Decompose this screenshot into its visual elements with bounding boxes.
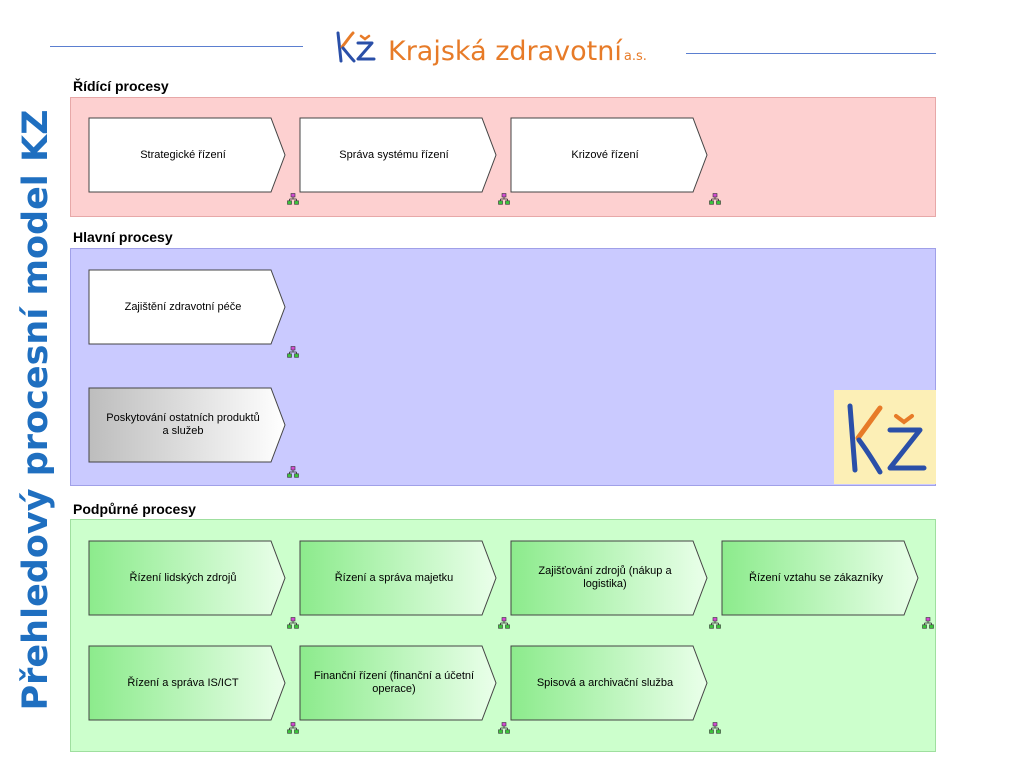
process-label: Řízení a správa IS/ICT — [127, 676, 239, 689]
section-title-hlavni: Hlavní procesy — [73, 229, 173, 245]
process-label: Řízení vztahu se zákazníky — [749, 571, 883, 584]
process-krizove-rizeni[interactable]: Krizové řízení — [510, 117, 708, 193]
subprocess-hierarchy-icon[interactable] — [287, 193, 299, 205]
subprocess-hierarchy-icon[interactable] — [287, 722, 299, 734]
subprocess-hierarchy-icon[interactable] — [498, 722, 510, 734]
side-title-text: Přehledový procesní model KZ — [16, 109, 56, 711]
process-poskytovani-ostatnich-produktu[interactable]: Poskytování ostatních produktů a služeb — [88, 387, 286, 463]
process-label: Krizové řízení — [571, 148, 639, 161]
process-label: Řízení lidských zdrojů — [129, 571, 237, 584]
section-title-podpurne: Podpůrné procesy — [73, 501, 196, 517]
process-strategicke-rizeni[interactable]: Strategické řízení — [88, 117, 286, 193]
process-zajistovani-zdroju[interactable]: Zajišťování zdrojů (nákup a logistika) — [510, 540, 708, 616]
process-label: Poskytování ostatních produktů a služeb — [106, 412, 260, 437]
company-suffix: a.s. — [623, 49, 647, 64]
process-zajisteni-zdravotni-pece[interactable]: Zajištění zdravotní péče — [88, 269, 286, 345]
process-label: Strategické řízení — [140, 148, 226, 161]
subprocess-hierarchy-icon[interactable] — [709, 193, 721, 205]
process-label: Zajištění zdravotní péče — [124, 300, 242, 313]
subprocess-hierarchy-icon[interactable] — [498, 617, 510, 629]
process-rizeni-a-sprava-is-ict[interactable]: Řízení a správa IS/ICT — [88, 645, 286, 721]
process-label: Finanční řízení (finanční a účetní opera… — [313, 670, 475, 695]
process-label: Zajišťování zdrojů (nákup a logistika) — [538, 565, 672, 590]
kz-logo-badge — [834, 390, 936, 484]
subprocess-hierarchy-icon[interactable] — [709, 617, 721, 629]
subprocess-hierarchy-icon[interactable] — [709, 722, 721, 734]
subprocess-hierarchy-icon[interactable] — [287, 466, 299, 478]
kz-logo-icon — [334, 30, 378, 69]
header-line-right — [686, 53, 936, 54]
process-rizeni-a-sprava-majetku[interactable]: Řízení a správa majetku — [299, 540, 497, 616]
process-sprava-systemu-rizeni[interactable]: Správa systému řízení — [299, 117, 497, 193]
side-title: Přehledový procesní model KZ — [0, 0, 72, 768]
subprocess-hierarchy-icon[interactable] — [922, 617, 934, 629]
kz-logo-icon — [847, 403, 927, 475]
company-name-text: Krajská zdravotní — [388, 36, 622, 67]
subprocess-hierarchy-icon[interactable] — [287, 617, 299, 629]
process-spisova-a-archivacni-sluzba[interactable]: Spisová a archivační služba — [510, 645, 708, 721]
process-rizeni-lidskych-zdroju[interactable]: Řízení lidských zdrojů — [88, 540, 286, 616]
process-rizeni-vztahu-se-zakazniky[interactable]: Řízení vztahu se zákazníky — [721, 540, 919, 616]
process-financni-rizeni[interactable]: Finanční řízení (finanční a účetní opera… — [299, 645, 497, 721]
header-line-left — [50, 46, 303, 47]
subprocess-hierarchy-icon[interactable] — [287, 346, 299, 358]
process-label: Spisová a archivační služba — [536, 676, 674, 689]
subprocess-hierarchy-icon[interactable] — [498, 193, 510, 205]
process-label: Správa systému řízení — [339, 148, 449, 161]
section-title-ridici: Řídící procesy — [73, 78, 169, 94]
process-label: Řízení a správa majetku — [334, 571, 454, 584]
